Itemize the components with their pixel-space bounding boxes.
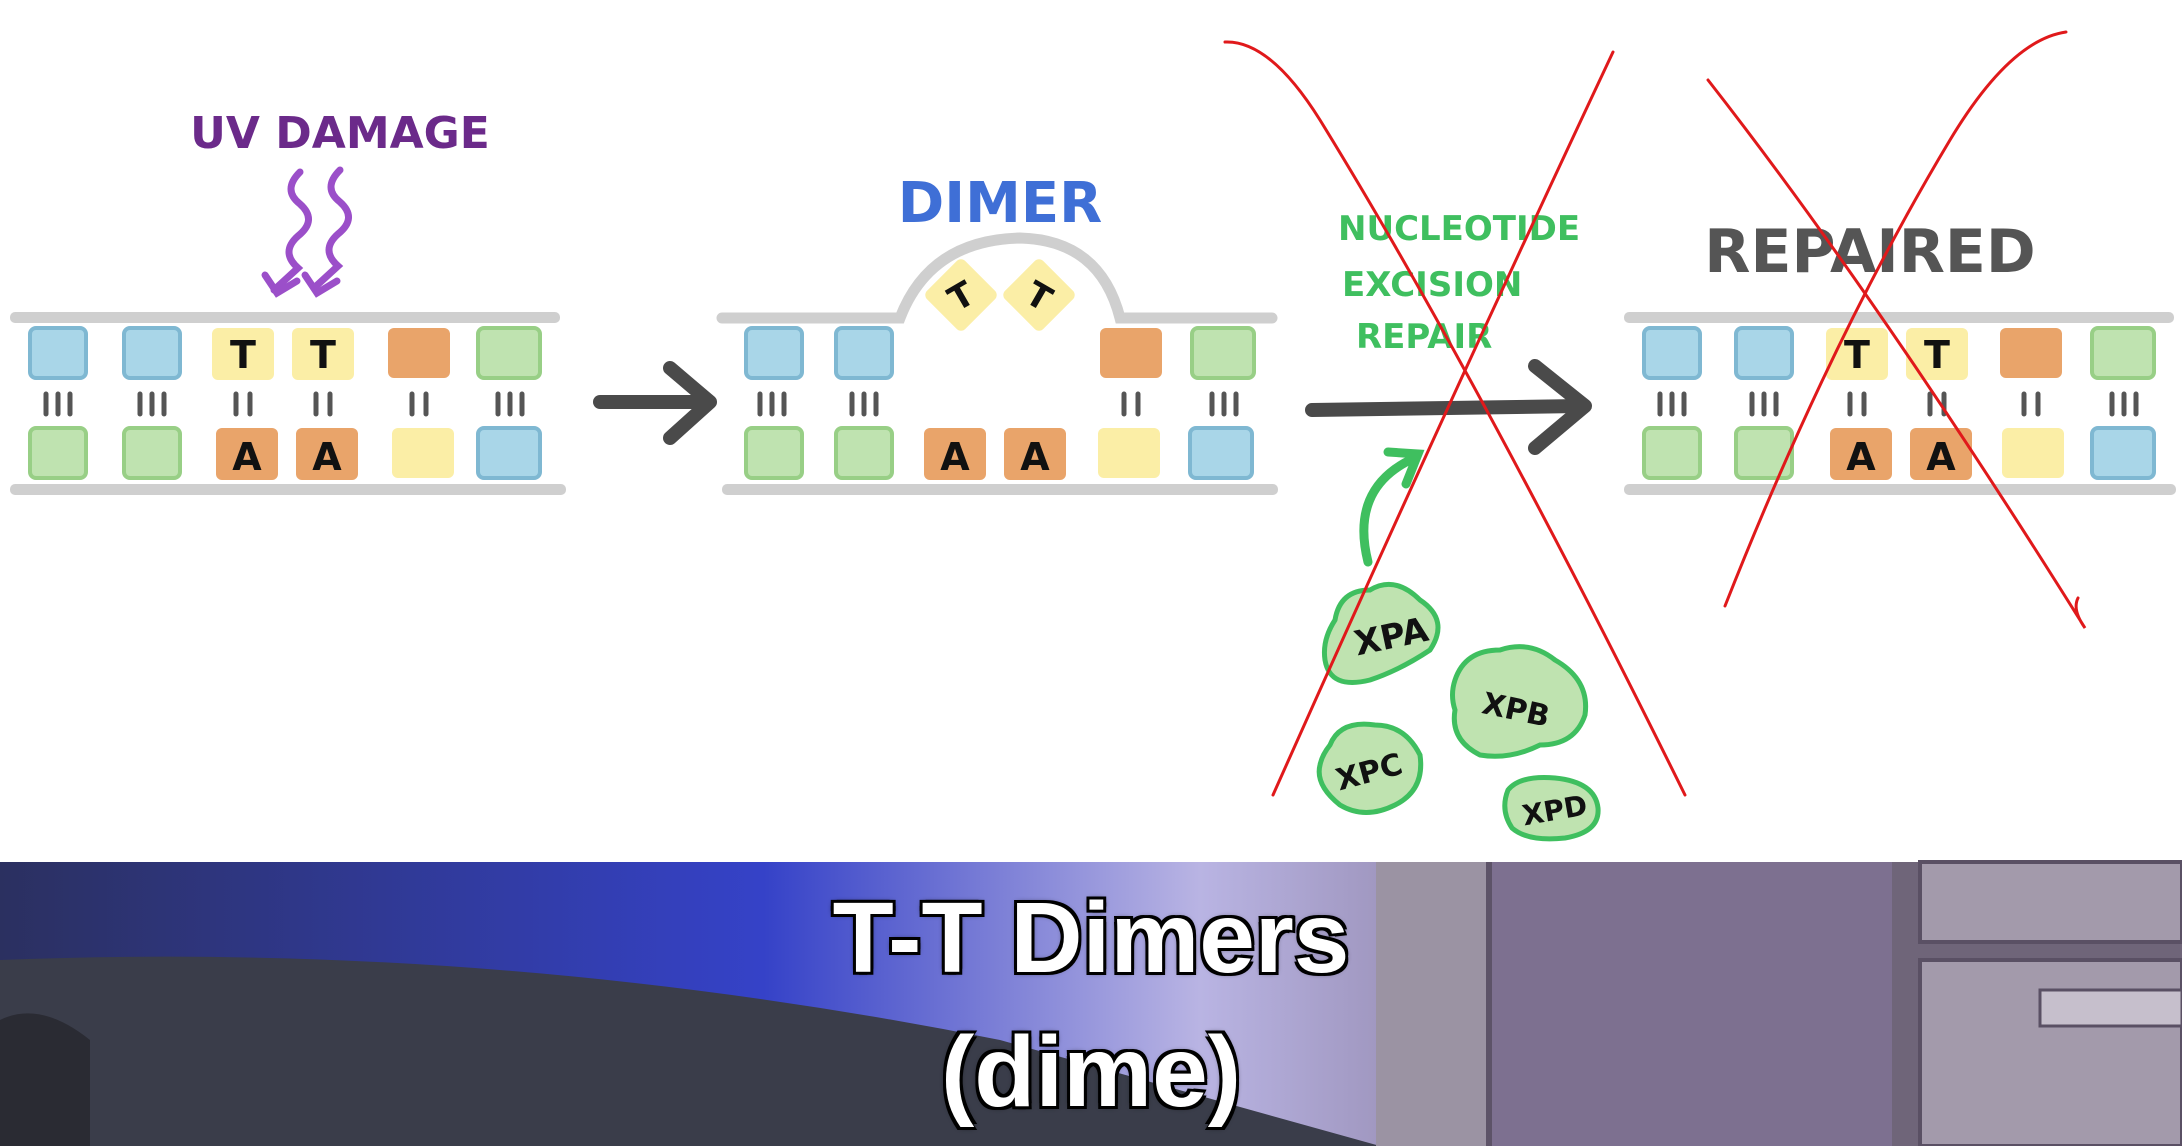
- dimer-label: DIMER: [898, 171, 1102, 236]
- base-adenine: [924, 428, 986, 480]
- dna-backbone-bottom: [1624, 484, 2176, 495]
- protein-xpa: XPA: [1322, 581, 1441, 685]
- base-blue: [1642, 326, 1702, 380]
- arrow-right-icon: [1305, 359, 1592, 455]
- base-orange: [2000, 328, 2062, 378]
- adenine-letter: A: [232, 435, 262, 479]
- base-blue: [476, 426, 542, 480]
- thymine-letter: T: [1844, 333, 1870, 377]
- base-blue: [834, 326, 894, 380]
- curved-arrow-icon: [1359, 447, 1425, 567]
- base-yellow: [2002, 428, 2064, 478]
- base-blue: [744, 326, 804, 380]
- cross-out-line: [1271, 50, 1615, 797]
- base-blue: [122, 326, 182, 380]
- base-adenine: [1830, 428, 1892, 480]
- base-blue: [1734, 326, 1794, 380]
- thymine-letter: T: [1924, 333, 1950, 377]
- adenine-letter: A: [940, 435, 970, 479]
- adenine-letter: A: [1020, 435, 1050, 479]
- caption-line-1: T-T Dimers: [832, 882, 1350, 994]
- cross-out-line: [1706, 78, 2087, 629]
- ner-label-line-1: NUCLEOTIDE: [1338, 209, 1580, 249]
- ner-label-line-3: REPAIR: [1356, 317, 1492, 357]
- base-thymine: [1906, 328, 1968, 380]
- adenine-letter: A: [1926, 435, 1956, 479]
- base-yellow: [1098, 428, 1160, 478]
- base-adenine: [1004, 428, 1066, 480]
- base-blue: [1188, 426, 1254, 480]
- dna-backbone-top: [716, 232, 1278, 324]
- base-thymine: [292, 328, 354, 380]
- panel-uv-damage: UV DAMAGE T T A A: [10, 108, 566, 495]
- protein-xpd: XPD: [1502, 775, 1601, 842]
- panel-dimer: DIMER T T A A: [716, 171, 1278, 495]
- hydrogen-bonds: [757, 391, 1239, 417]
- base-green: [476, 326, 542, 380]
- cross-out-line: [1723, 30, 2068, 608]
- dna-backbone-bottom: [10, 484, 566, 495]
- uv-ray-icon: [261, 166, 352, 298]
- base-blue: [28, 326, 88, 380]
- hydrogen-bonds: [1657, 391, 2139, 417]
- thymine-letter: T: [310, 333, 336, 377]
- base-green: [1734, 426, 1794, 480]
- base-green: [1190, 326, 1256, 380]
- base-thymine: [212, 328, 274, 380]
- base-thymine-dimer: [1003, 259, 1075, 331]
- cross-out-line: [1223, 40, 1687, 797]
- protein-xpb: XPB: [1450, 644, 1589, 759]
- base-green: [1642, 426, 1702, 480]
- protein-xpc: XPC: [1316, 721, 1424, 815]
- video-background: [0, 860, 2182, 1146]
- base-green: [744, 426, 804, 480]
- thymine-letter: T: [230, 333, 256, 377]
- base-green: [28, 426, 88, 480]
- cross-out-marks: [1223, 30, 2087, 797]
- base-yellow: [392, 428, 454, 478]
- repaired-label: REPAIRED: [1704, 217, 2035, 287]
- base-green: [122, 426, 182, 480]
- ner-label-line-2: EXCISION: [1342, 265, 1522, 305]
- base-adenine: [1910, 428, 1972, 480]
- panel-repaired: REPAIRED T T A A: [1624, 217, 2176, 495]
- hydrogen-bonds: [43, 391, 525, 417]
- dna-backbone-top: [1624, 312, 2174, 323]
- base-orange: [388, 328, 450, 378]
- base-green: [834, 426, 894, 480]
- arrow-right-icon: [593, 361, 717, 445]
- adenine-letter: A: [312, 435, 342, 479]
- base-orange: [1100, 328, 1162, 378]
- dna-backbone-top: [10, 312, 560, 323]
- base-green: [2090, 326, 2156, 380]
- uv-damage-label: UV DAMAGE: [190, 108, 490, 159]
- base-blue: [2090, 426, 2156, 480]
- dna-backbone-bottom: [722, 484, 1278, 495]
- base-thymine-dimer: [925, 259, 997, 331]
- caption-line-2: (dime): [941, 1016, 1241, 1128]
- base-adenine: [296, 428, 358, 480]
- base-adenine: [216, 428, 278, 480]
- adenine-letter: A: [1846, 435, 1876, 479]
- panel-ner: NUCLEOTIDE EXCISION REPAIR XPA XPB XPC X…: [1305, 209, 1601, 842]
